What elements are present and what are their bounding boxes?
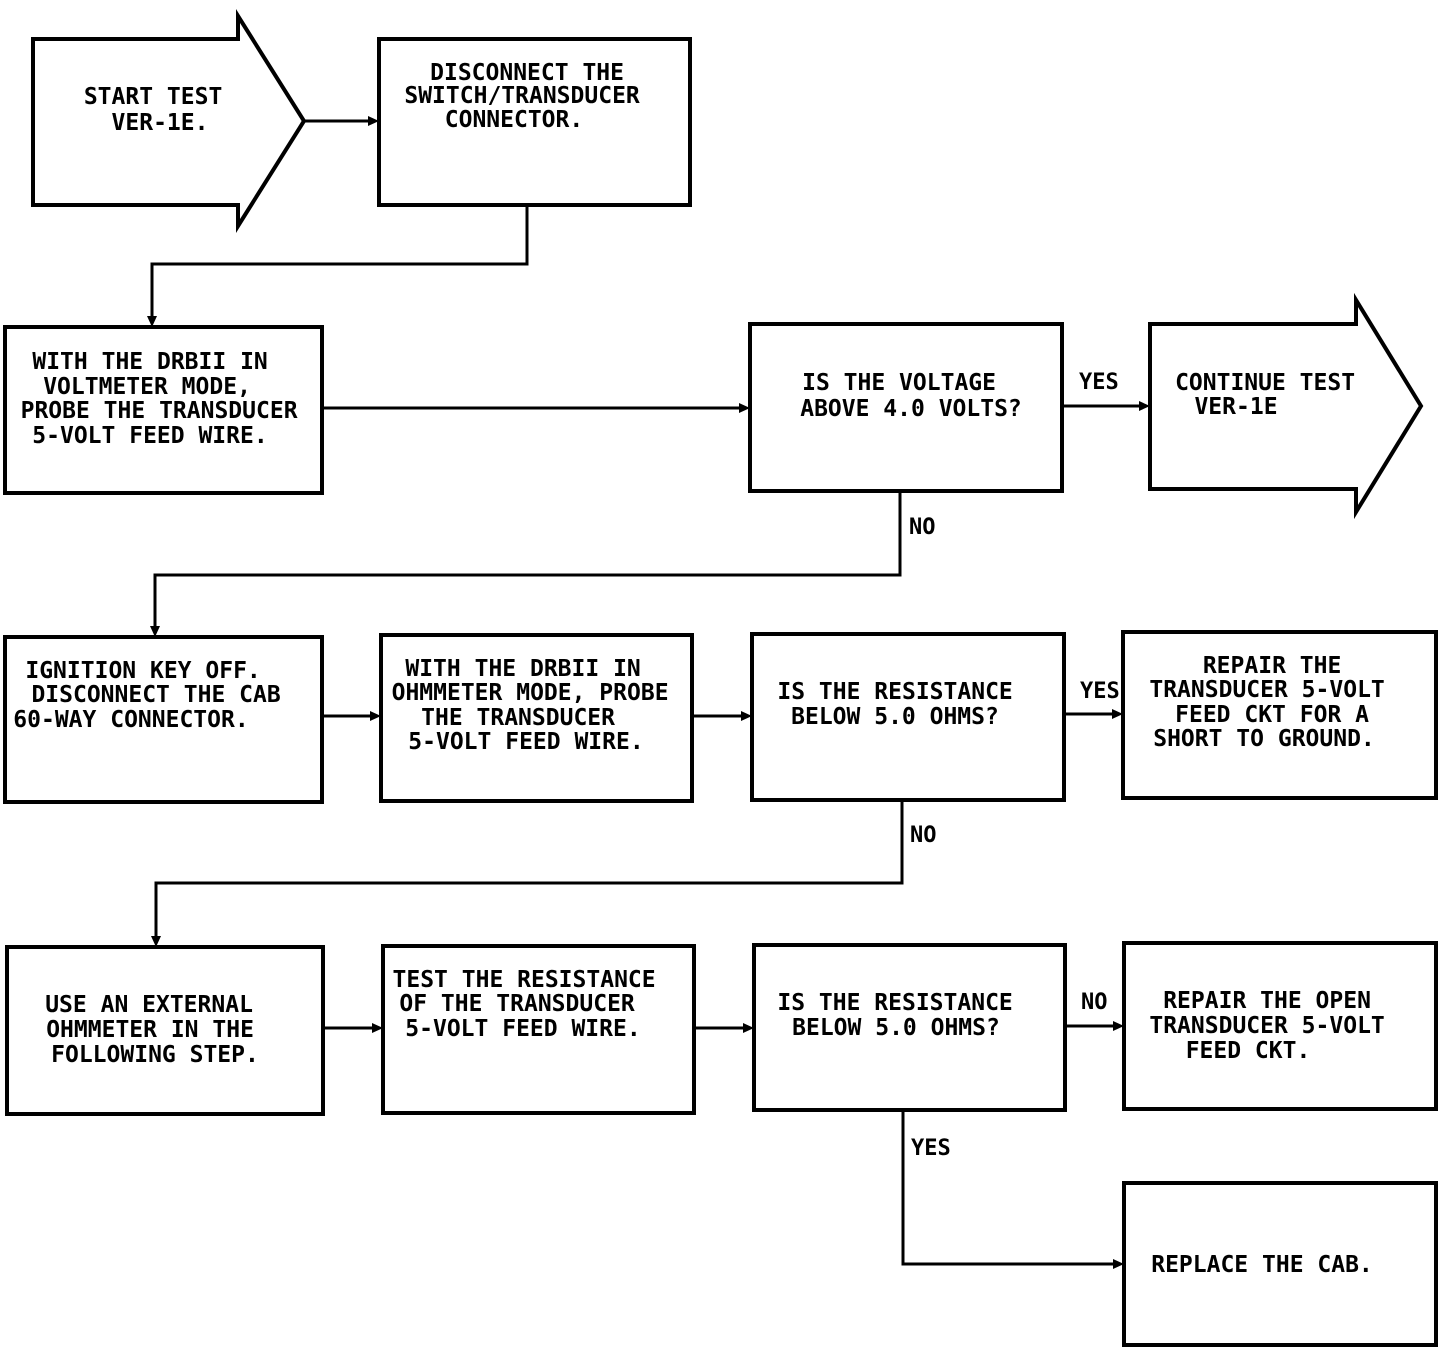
arrowhead (370, 711, 381, 721)
node-replace-cab: REPLACE THE CAB. (1122, 1181, 1438, 1347)
repair-open-box (1122, 941, 1438, 1111)
node-probe-ohmmeter: WITH THE DRBII IN OHMMETER MODE, PROBE T… (379, 633, 694, 803)
node-resistance-question-2: IS THE RESISTANCE BELOW 5.0 OHMS? (752, 943, 1067, 1112)
connectors (147, 116, 1150, 1269)
node-start: START TEST VER-1E. (31, 9, 307, 233)
connector-disconnect-to-probe-voltmeter (150, 205, 529, 318)
edge-labels: YES NO YES NO NO YES (909, 370, 1120, 1161)
replace-cab-box (1122, 1181, 1438, 1347)
disconnect-box (377, 37, 692, 207)
node-repair-open: REPAIR THE OPEN TRANSDUCER 5-VOLT FEED C… (1122, 941, 1438, 1111)
node-ignition-off: IGNITION KEY OFF. DISCONNECT THE CAB 60-… (3, 635, 324, 804)
replace-cab-text: REPLACE THE CAB. (1151, 1252, 1373, 1278)
arrowhead (1139, 401, 1150, 411)
edge-label-resistance2-yes: YES (911, 1136, 951, 1161)
connector-resistance1-no (154, 800, 904, 938)
resistance-question-1-box (750, 632, 1066, 802)
repair-short-text: REPAIR THE TRANSDUCER 5-VOLT FEED CKT FO… (1149, 653, 1398, 752)
node-resistance-question-1: IS THE RESISTANCE BELOW 5.0 OHMS? (750, 632, 1066, 802)
node-continue: CONTINUE TEST VER-1E (1148, 292, 1424, 520)
edge-label-resistance1-yes: YES (1080, 679, 1120, 704)
edge-label-voltage-yes: YES (1079, 370, 1119, 395)
ignition-off-text: IGNITION KEY OFF. DISCONNECT THE CAB 60-… (13, 658, 294, 733)
start-text: START TEST VER-1E. (84, 84, 236, 136)
probe-voltmeter-box (3, 325, 324, 495)
resistance-question-2-text: IS THE RESISTANCE BELOW 5.0 OHMS? (777, 990, 1026, 1041)
arrowhead (1113, 1259, 1124, 1269)
repair-open-text: REPAIR THE OPEN TRANSDUCER 5-VOLT FEED C… (1149, 988, 1398, 1064)
voltage-question-text: IS THE VOLTAGE ABOVE 4.0 VOLTS? (800, 370, 1022, 422)
external-ohmmeter-box (5, 945, 325, 1116)
voltage-question-box (748, 322, 1064, 493)
arrowhead (372, 1023, 383, 1033)
node-disconnect: DISCONNECT THE SWITCH/TRANSDUCER CONNECT… (377, 37, 692, 207)
arrowhead (368, 116, 379, 126)
probe-voltmeter-text: WITH THE DRBII IN VOLTMETER MODE, PROBE … (21, 349, 312, 449)
arrowhead (1112, 709, 1123, 719)
probe-ohmmeter-text: WITH THE DRBII IN OHMMETER MODE, PROBE T… (392, 656, 683, 755)
edge-label-voltage-no: NO (909, 515, 936, 540)
arrowhead (147, 316, 157, 327)
ignition-off-box (3, 635, 324, 804)
arrowhead (741, 711, 752, 721)
node-repair-short: REPAIR THE TRANSDUCER 5-VOLT FEED CKT FO… (1121, 630, 1438, 800)
repair-short-box (1121, 630, 1438, 800)
resistance-question-1-text: IS THE RESISTANCE BELOW 5.0 OHMS? (777, 679, 1026, 730)
connector-voltage-no (153, 491, 902, 628)
node-external-ohmmeter: USE AN EXTERNAL OHMMETER IN THE FOLLOWIN… (5, 945, 325, 1116)
edge-label-resistance1-no: NO (910, 823, 937, 848)
probe-ohmmeter-box (379, 633, 694, 803)
node-test-resistance: TEST THE RESISTANCE OF THE TRANSDUCER 5-… (381, 944, 696, 1115)
arrowhead (743, 1023, 754, 1033)
arrowhead (739, 403, 750, 413)
node-probe-voltmeter: WITH THE DRBII IN VOLTMETER MODE, PROBE … (3, 325, 324, 495)
resistance-question-2-box (752, 943, 1067, 1112)
disconnect-text: DISCONNECT THE SWITCH/TRANSDUCER CONNECT… (404, 60, 653, 133)
arrowhead (150, 626, 160, 637)
connector-resistance2-yes (901, 1110, 1114, 1266)
continue-text: CONTINUE TEST VER-1E (1175, 370, 1369, 420)
external-ohmmeter-text: USE AN EXTERNAL OHMMETER IN THE FOLLOWIN… (45, 992, 268, 1068)
node-voltage-question: IS THE VOLTAGE ABOVE 4.0 VOLTS? (748, 322, 1064, 493)
test-resistance-text: TEST THE RESISTANCE OF THE TRANSDUCER 5-… (393, 967, 670, 1042)
continue-arrow-shape (1148, 292, 1424, 520)
start-arrow-shape (31, 9, 307, 233)
arrowhead (1113, 1021, 1124, 1031)
edge-label-resistance2-no: NO (1081, 990, 1108, 1015)
test-resistance-box (381, 944, 696, 1115)
arrowhead (151, 936, 161, 947)
